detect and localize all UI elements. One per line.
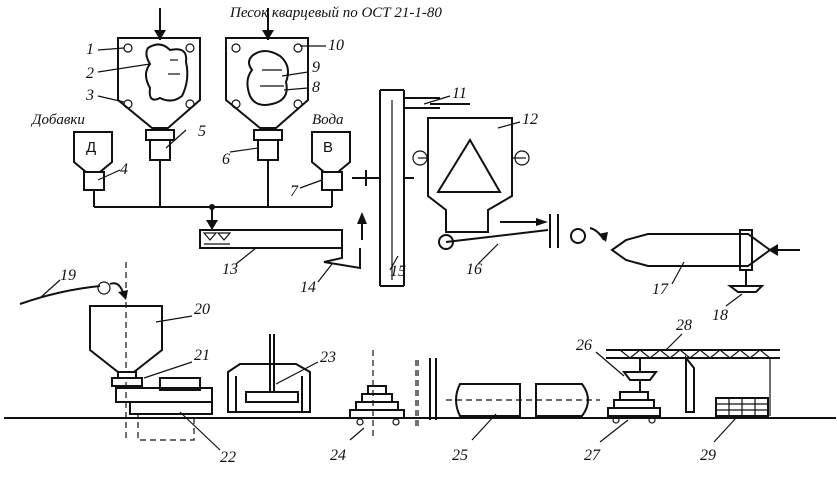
press-unit — [227, 334, 311, 413]
collector-line — [94, 204, 332, 230]
mixer — [199, 229, 361, 270]
callout-23: 23 — [320, 349, 336, 366]
callout-9: 9 — [312, 59, 320, 76]
callout-28: 28 — [676, 317, 692, 334]
autoclave — [429, 358, 600, 420]
water-tank: Вода В — [311, 112, 351, 207]
callout-29: 29 — [700, 447, 716, 464]
label-water: Вода — [312, 112, 344, 128]
bucket-elevator — [352, 89, 440, 287]
drying-drum — [610, 229, 800, 293]
callout-24: 24 — [330, 447, 346, 464]
callout-numbers: 1 2 3 4 5 6 7 8 9 10 11 12 13 14 15 16 1… — [60, 37, 728, 466]
callout-26: 26 — [576, 337, 592, 354]
bunker — [412, 103, 530, 233]
callout-2: 2 — [86, 65, 94, 82]
label-additives: Добавки — [30, 112, 85, 128]
callout-25: 25 — [452, 447, 468, 464]
callout-5: 5 — [198, 123, 206, 140]
callout-6: 6 — [222, 151, 230, 168]
callout-22: 22 — [220, 449, 236, 466]
belt-conveyor — [438, 214, 608, 250]
callout-14: 14 — [300, 279, 316, 296]
gantry-crane — [606, 349, 780, 416]
diagram-title: Песок кварцевый по ОСТ 21-1-80 — [229, 5, 442, 21]
callout-27: 27 — [584, 447, 601, 464]
callout-18: 18 — [712, 307, 728, 324]
press-hopper — [89, 262, 213, 441]
callout-21: 21 — [194, 347, 210, 364]
callout-1: 1 — [86, 41, 94, 58]
hopper-left — [117, 8, 201, 207]
sheet-feed — [19, 281, 128, 305]
callout-16: 16 — [466, 261, 482, 278]
additives-hopper: Добавки Д — [30, 112, 113, 207]
callout-15: 15 — [390, 263, 406, 280]
callout-7: 7 — [290, 183, 299, 200]
callout-10: 10 — [328, 37, 344, 54]
finished-goods-stack — [715, 397, 769, 417]
callout-11: 11 — [452, 85, 467, 102]
hopper-right — [225, 8, 309, 207]
callout-leaders — [39, 45, 743, 451]
callout-8: 8 — [312, 79, 320, 96]
callout-3: 3 — [85, 87, 94, 104]
callout-13: 13 — [222, 261, 238, 278]
box-letter-water: В — [323, 139, 333, 156]
callout-19: 19 — [60, 267, 76, 284]
callout-4: 4 — [120, 161, 128, 178]
callout-12: 12 — [522, 111, 538, 128]
callout-17: 17 — [652, 281, 669, 298]
brick-stack — [349, 350, 405, 438]
autoclave-cart — [607, 391, 661, 424]
box-letter-additives: Д — [86, 139, 96, 156]
callout-20: 20 — [194, 301, 210, 318]
